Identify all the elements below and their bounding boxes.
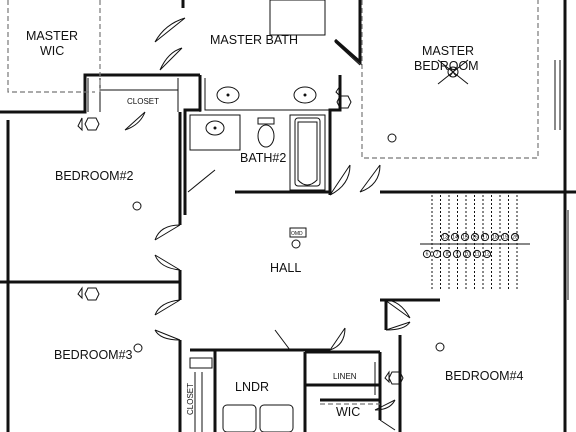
stair-step-marker xyxy=(472,249,482,259)
stair-step-number: 9 xyxy=(456,252,459,258)
inner-lines xyxy=(87,60,569,432)
label-omd: OMD xyxy=(291,231,303,237)
stair-step-marker xyxy=(422,249,432,259)
stair-step-marker xyxy=(450,232,460,242)
stair-step-number: 12 xyxy=(484,252,490,258)
stair-step-number: 20 xyxy=(512,235,518,241)
stair-step-marker xyxy=(462,249,472,259)
stair-step-number: 16 xyxy=(472,235,478,241)
toilet-tank xyxy=(257,117,275,125)
labels: MASTER WIC MASTER BATH MASTER BEDROOM CL… xyxy=(26,29,524,419)
stair-step-number: 19 xyxy=(502,235,508,241)
symbols xyxy=(77,84,445,385)
stair-step-marker xyxy=(480,232,490,242)
ceiling-dashed-lines xyxy=(7,0,539,405)
label-closet2: CLOSET xyxy=(186,383,195,415)
omd-box xyxy=(289,227,307,238)
label-master-bath: MASTER BATH xyxy=(210,33,298,47)
stair-step-marker xyxy=(470,232,480,242)
stair-step-marker xyxy=(510,232,520,242)
washer xyxy=(222,404,257,432)
ceiling-fan-icon xyxy=(437,59,469,85)
stair-step-number: 17 xyxy=(482,235,488,241)
doors xyxy=(124,17,411,431)
master-shower xyxy=(269,0,326,36)
stair-step-number: 11 xyxy=(474,252,479,258)
stair-step-number: 10 xyxy=(464,252,470,258)
smoke-detector-icon xyxy=(132,133,445,353)
label-bath2: BATH#2 xyxy=(240,151,286,165)
stair-step-marker xyxy=(440,232,450,242)
stair-step-marker xyxy=(452,249,462,259)
label-hall: HALL xyxy=(270,261,301,275)
stair-step-number: 8 xyxy=(446,252,449,258)
label-laundry: LNDR xyxy=(235,380,269,394)
hexagon-marker-icon xyxy=(84,95,404,385)
label-bedroom2: BEDROOM#2 xyxy=(55,169,134,183)
thermostat-icon xyxy=(77,84,390,384)
fixtures xyxy=(205,0,469,432)
stair-step-marker xyxy=(490,232,500,242)
label-linen: LINEN xyxy=(333,372,357,381)
stair-step-number: 14 xyxy=(452,235,458,241)
stair-step-number: 18 xyxy=(492,235,498,241)
stair-step-number: 13 xyxy=(442,235,448,241)
label-closet: CLOSET xyxy=(127,97,159,106)
label-bedroom4: BEDROOM#4 xyxy=(445,369,524,383)
stair-step-marker xyxy=(482,249,492,259)
stair-step-marker xyxy=(432,249,442,259)
stair-step-marker xyxy=(442,249,452,259)
label-bedroom3: BEDROOM#3 xyxy=(54,348,133,362)
stair-step-marker xyxy=(460,232,470,242)
stair-step-number: 7 xyxy=(436,252,439,258)
label-master-bedroom-2: BEDROOM xyxy=(414,59,479,73)
dryer xyxy=(259,404,294,432)
stair-step-number: 15 xyxy=(462,235,468,241)
stair-step-marker xyxy=(500,232,510,242)
label-master-bedroom-1: MASTER xyxy=(422,44,474,58)
toilet-bowl xyxy=(257,124,275,148)
stair-step-number: 6 xyxy=(426,252,429,258)
stairs: 13 14 15 16 17 18 19 20 6 7 8 9 10 11 12 xyxy=(420,195,530,290)
label-master-wic-2: WIC xyxy=(40,44,64,58)
bathtub xyxy=(294,117,321,187)
label-master-wic-1: MASTER xyxy=(26,29,78,43)
label-wic: WIC xyxy=(336,405,360,419)
